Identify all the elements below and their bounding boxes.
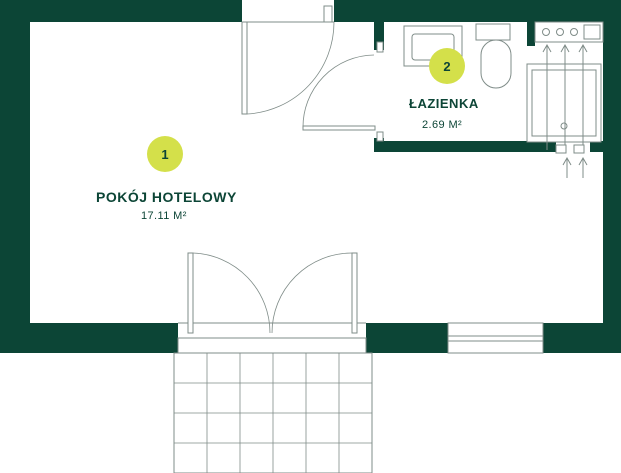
- utility-niche: [534, 21, 604, 43]
- walls: [0, 0, 621, 353]
- up-arrow-icon: [542, 43, 588, 150]
- room-area-label: 2.69 M²: [422, 119, 463, 131]
- room-number-badge: 1: [147, 136, 183, 172]
- toilet-icon: [475, 23, 512, 89]
- room-name-label: ŁAZIENKA: [409, 96, 479, 111]
- window-icon: [447, 322, 544, 354]
- room-area-label: 17.11 M²: [141, 210, 187, 222]
- door-swing-icon: [241, 5, 335, 115]
- shower-icon: [526, 63, 602, 143]
- door-swing-icon: [302, 41, 384, 142]
- up-arrow-icon: [555, 144, 588, 178]
- room-number-badge: 2: [429, 48, 465, 84]
- room-name-label: POKÓJ HOTELOWY: [96, 189, 237, 205]
- door-swing-icon: [177, 252, 367, 354]
- balcony-tile-grid: [173, 352, 373, 473]
